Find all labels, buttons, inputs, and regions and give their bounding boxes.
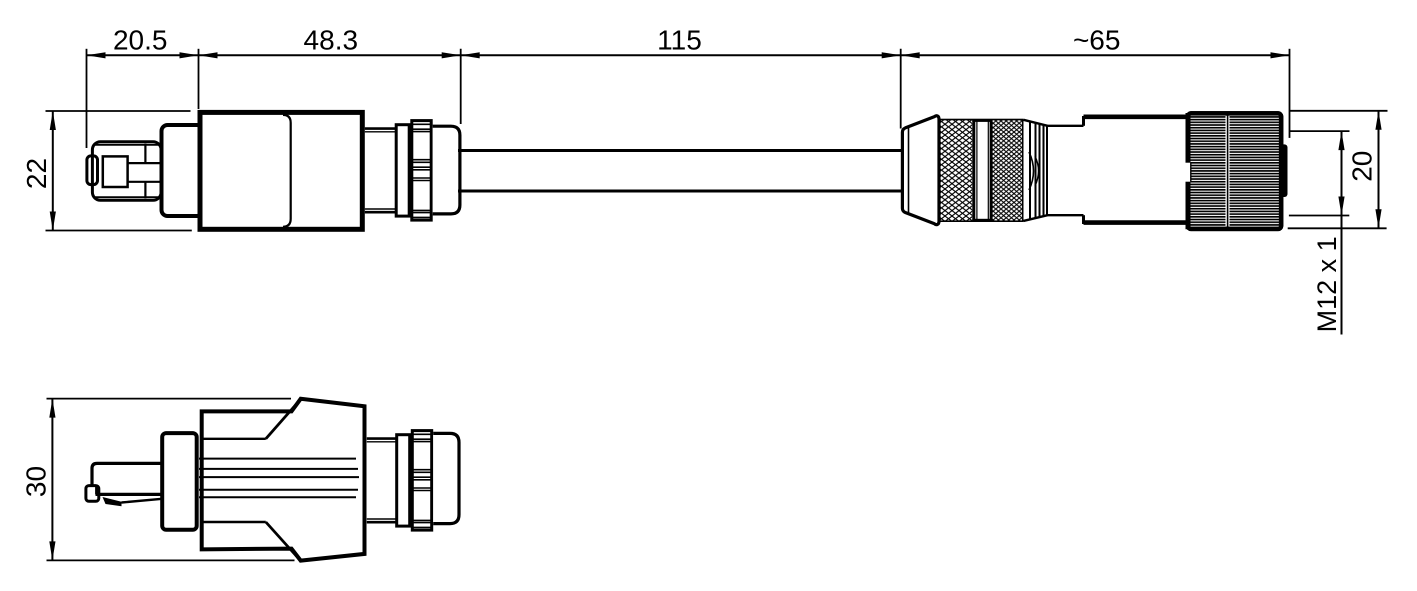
svg-text:115: 115	[657, 25, 702, 56]
svg-text:M12 x 1: M12 x 1	[1312, 236, 1342, 332]
svg-text:20: 20	[1346, 151, 1377, 182]
svg-text:30: 30	[21, 466, 52, 497]
svg-text:48.3: 48.3	[304, 25, 359, 56]
svg-text:20.5: 20.5	[113, 25, 168, 56]
svg-text:22: 22	[21, 158, 52, 189]
svg-text:~65: ~65	[1073, 25, 1121, 56]
